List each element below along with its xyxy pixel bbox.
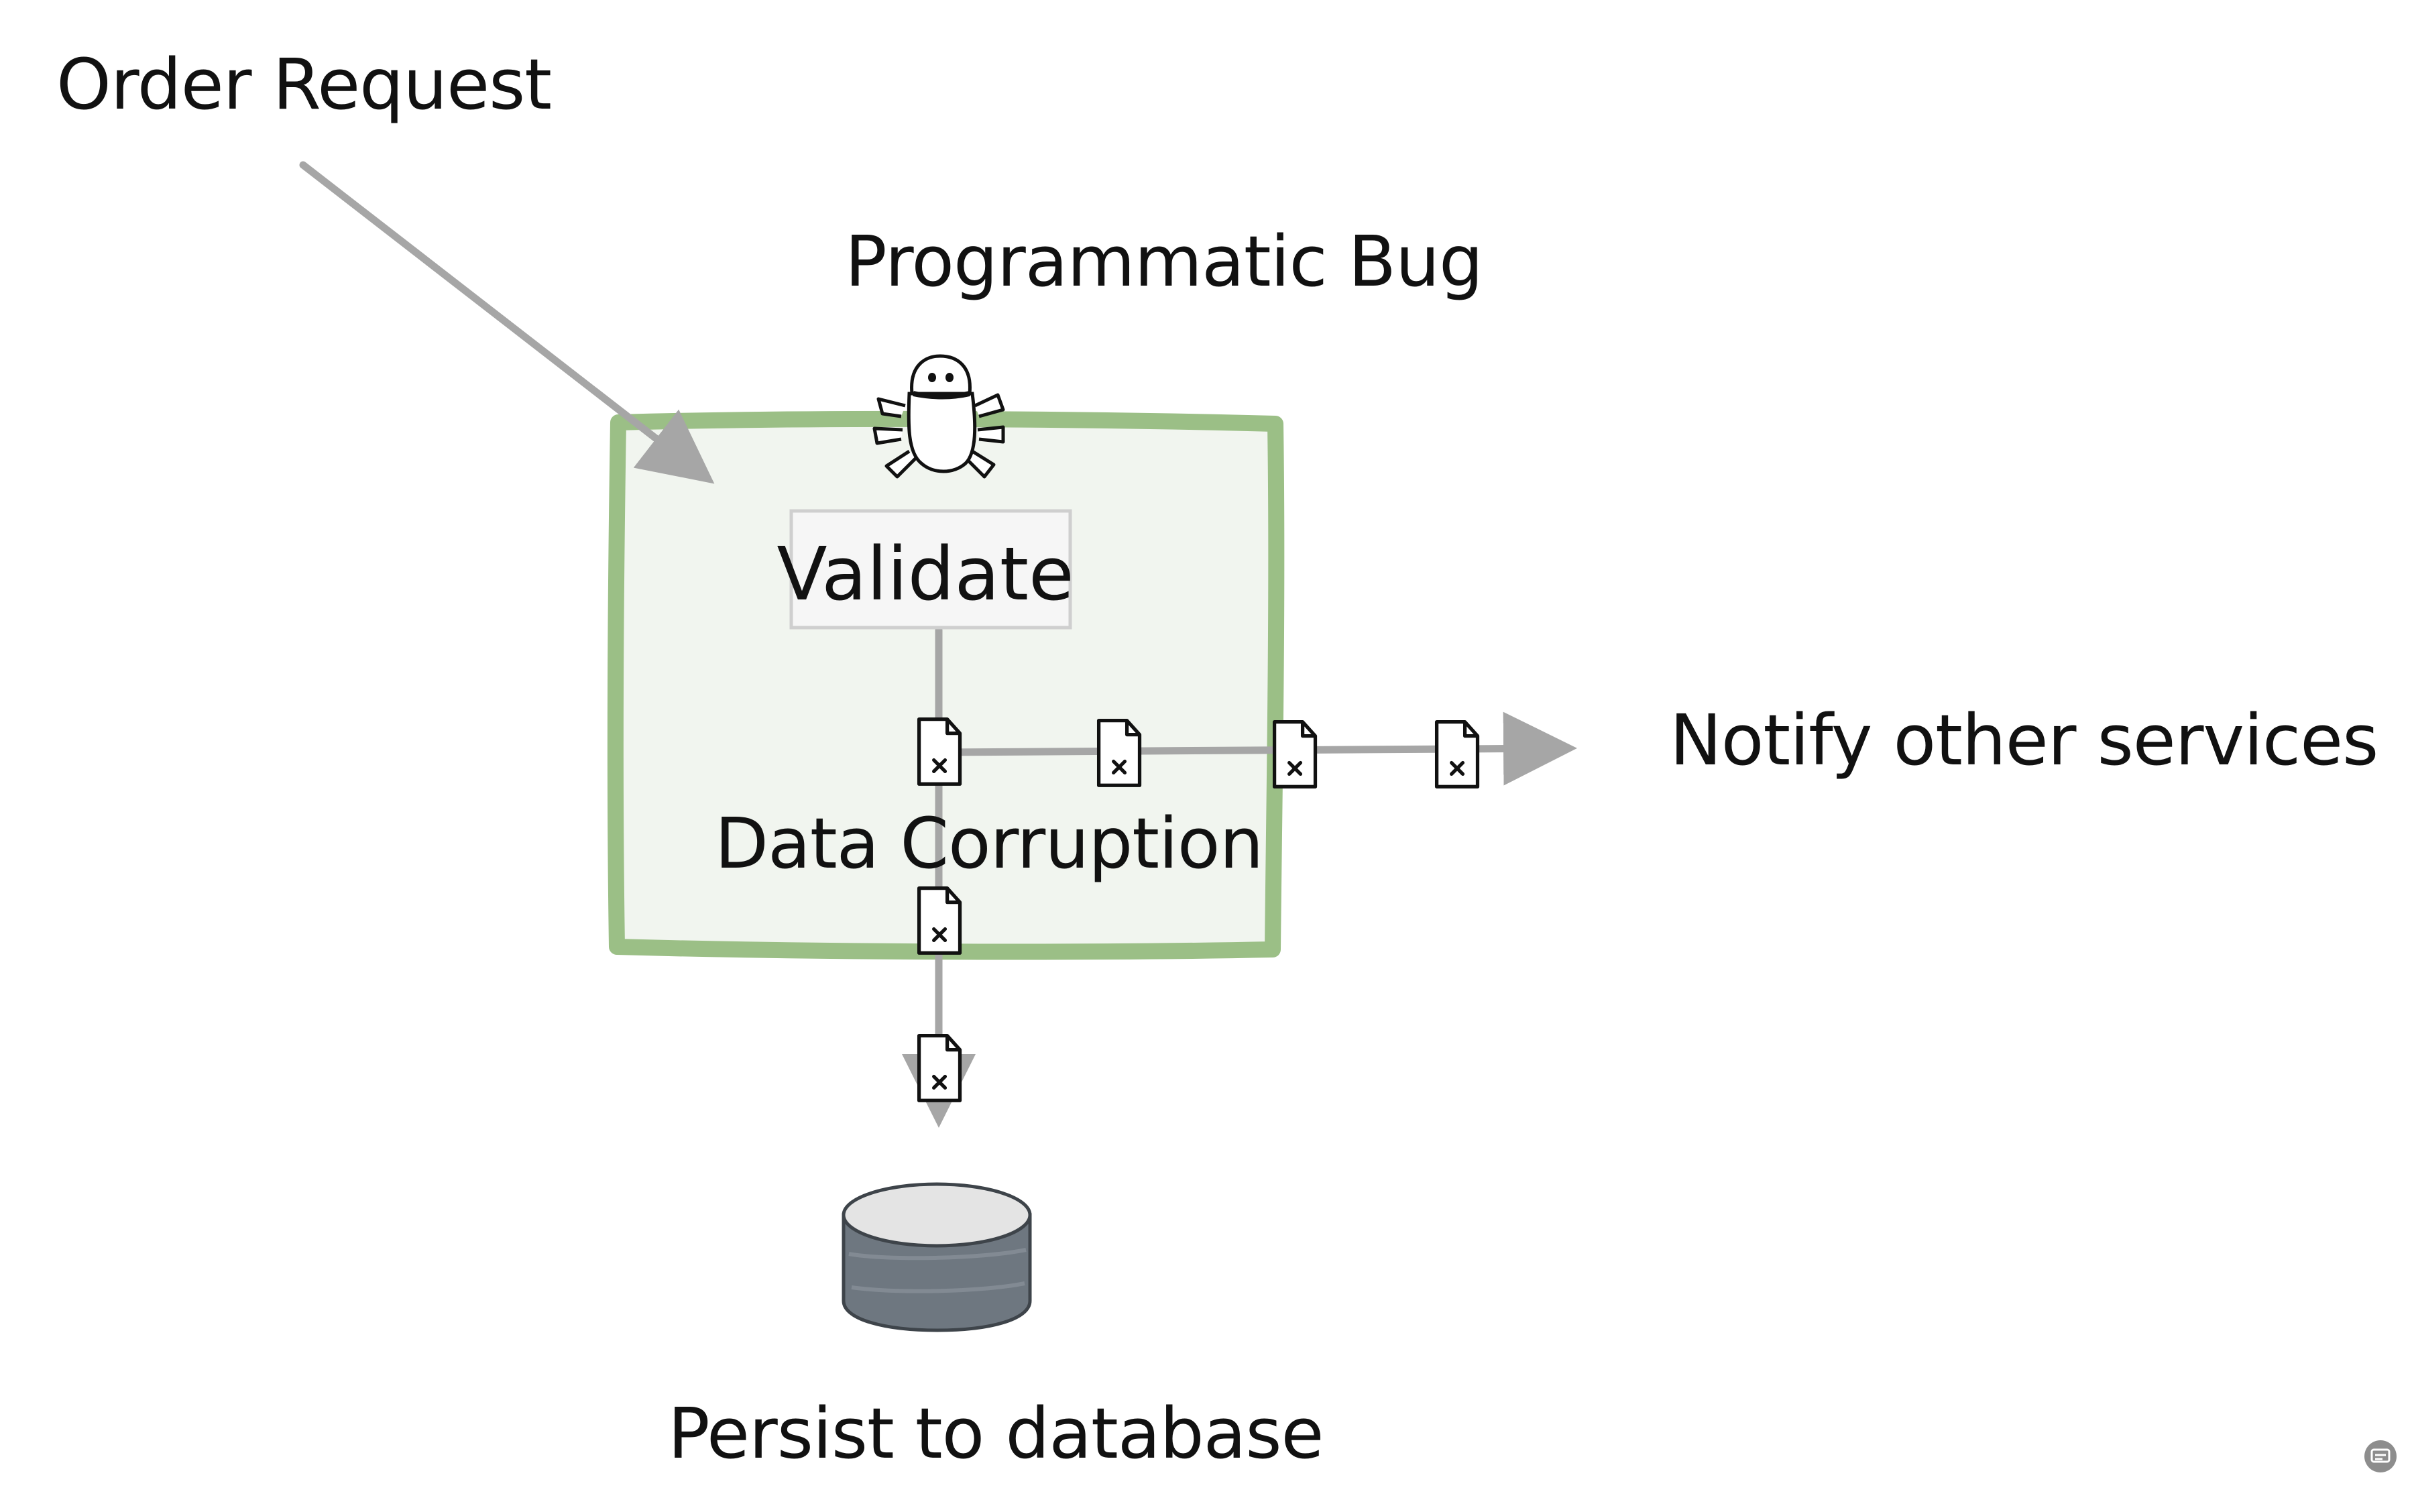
- persist-to-database-label: Persist to database: [668, 1393, 1323, 1474]
- corrupted-file-icon: [1099, 721, 1140, 786]
- order-request-arrow: [299, 161, 715, 484]
- corrupted-file-icon: [919, 1036, 960, 1101]
- database-icon: [842, 1182, 1032, 1332]
- data-corruption-label: Data Corruption: [715, 803, 1263, 884]
- validate-label: Validate: [777, 531, 1074, 617]
- bug-icon: [872, 354, 1005, 479]
- corrupted-file-icon: [919, 719, 960, 784]
- notify-other-services-label: Notify other services: [1670, 699, 2378, 781]
- service-container: [607, 410, 1285, 960]
- order-request-label: Order Request: [56, 44, 551, 125]
- corrupted-file-icon: [1275, 722, 1316, 787]
- corrupted-file-icon: [1437, 722, 1478, 787]
- subtitles-icon[interactable]: [2364, 1440, 2397, 1472]
- validate-box: [789, 509, 1072, 630]
- corrupted-file-icon: [919, 888, 960, 953]
- programmatic-bug-label: Programmatic Bug: [845, 221, 1483, 302]
